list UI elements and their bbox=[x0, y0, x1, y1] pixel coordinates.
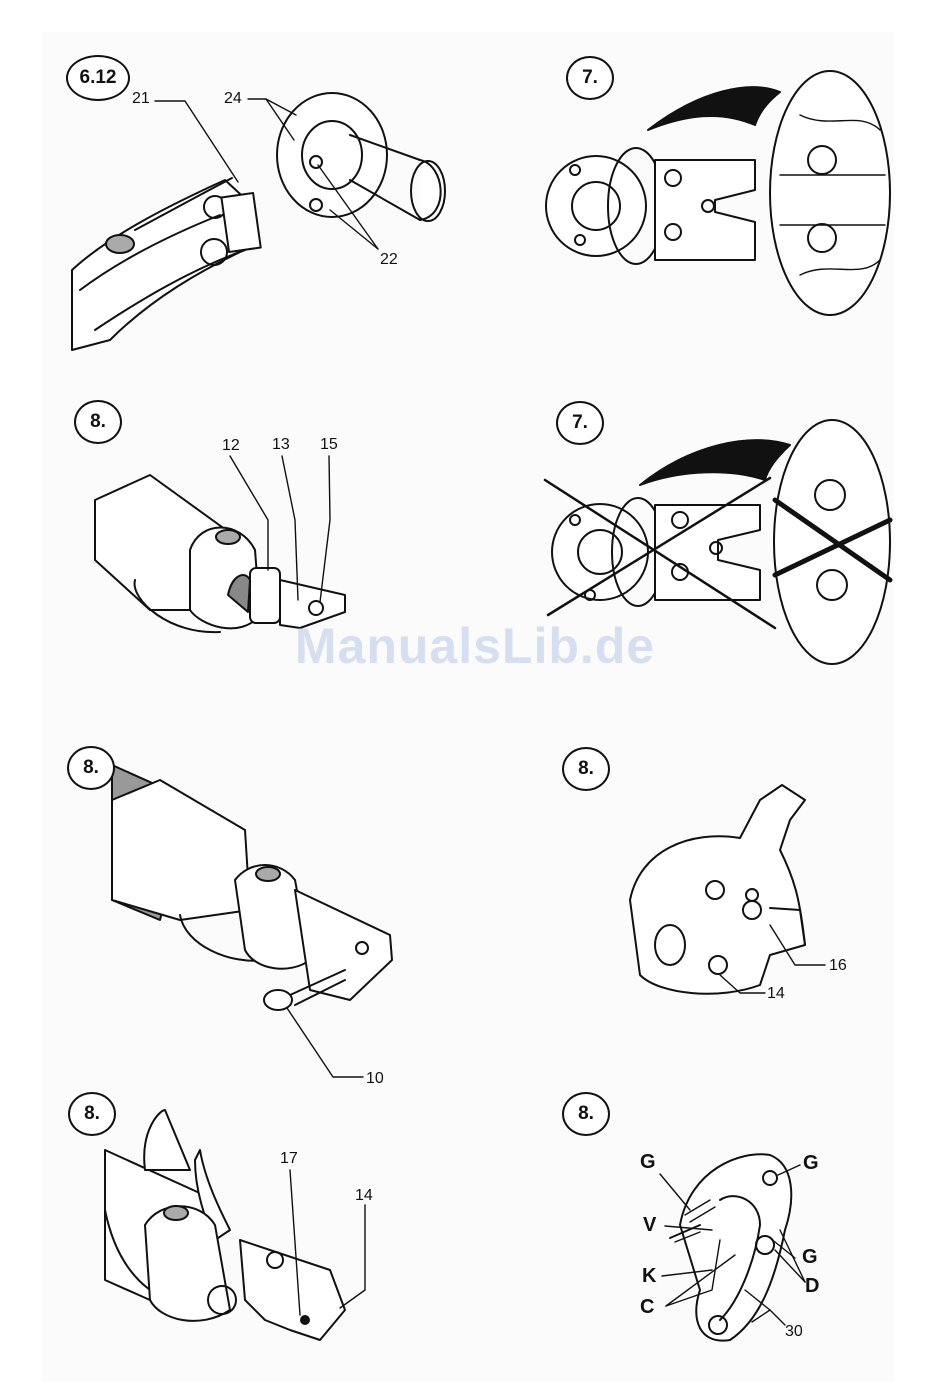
step-badge-6-12: 6.12 bbox=[66, 55, 130, 101]
callout-10: 10 bbox=[366, 1071, 384, 1087]
callout-v: V bbox=[643, 1215, 656, 1235]
step-badge-7-bottom: 7. bbox=[556, 401, 604, 445]
fig-8-a-illustration bbox=[95, 456, 345, 632]
callout-16: 16 bbox=[829, 958, 847, 974]
step-badge-8-d: 8. bbox=[68, 1092, 116, 1136]
callout-14-d: 14 bbox=[355, 1188, 373, 1204]
callout-17: 17 bbox=[280, 1151, 298, 1167]
callout-g-1: G bbox=[640, 1152, 656, 1172]
callout-k: K bbox=[642, 1266, 656, 1286]
step-badge-7-top: 7. bbox=[566, 56, 614, 100]
callout-g-3: G bbox=[802, 1247, 818, 1267]
fig-8-e-illustration bbox=[660, 1154, 805, 1340]
callout-14-c: 14 bbox=[767, 986, 785, 1002]
fig-8-d-illustration bbox=[105, 1110, 365, 1340]
callout-g-2: G bbox=[803, 1153, 819, 1173]
callout-13: 13 bbox=[272, 437, 290, 453]
fig-8-c-illustration bbox=[630, 785, 825, 994]
callout-30: 30 bbox=[785, 1324, 803, 1340]
callout-d: D bbox=[805, 1276, 819, 1296]
watermark: ManualsLib.de bbox=[0, 617, 950, 675]
step-badge-8-b: 8. bbox=[67, 746, 115, 790]
step-badge-8-a: 8. bbox=[74, 400, 122, 444]
callout-15: 15 bbox=[320, 437, 338, 453]
callout-22: 22 bbox=[380, 252, 398, 268]
fig-8-b-illustration bbox=[112, 765, 392, 1077]
callout-c: C bbox=[640, 1297, 654, 1317]
fig-6-12-illustration bbox=[72, 93, 445, 350]
callout-24: 24 bbox=[224, 91, 242, 107]
callout-21: 21 bbox=[132, 91, 150, 107]
fig-7-correct-illustration bbox=[546, 71, 890, 315]
step-badge-8-e: 8. bbox=[562, 1092, 610, 1136]
step-badge-8-c: 8. bbox=[562, 747, 610, 791]
callout-12: 12 bbox=[222, 438, 240, 454]
